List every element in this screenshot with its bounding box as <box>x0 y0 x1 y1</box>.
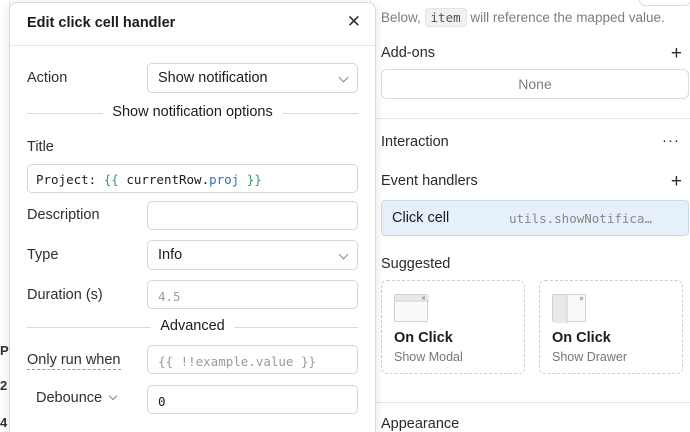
title-input-value: Project: {{ currentRow.proj }} <box>36 172 262 187</box>
suggested-title: Suggested <box>381 256 451 272</box>
table-cell: 2 <box>0 378 8 393</box>
chevron-down-icon <box>338 249 349 260</box>
only-run-when-placeholder: {{ !!example.value }} <box>158 354 317 369</box>
event-handler-name: Click cell <box>392 210 450 226</box>
debounce-input[interactable]: 0 <box>147 385 358 414</box>
addons-value[interactable]: None <box>381 69 689 99</box>
table-cell: P <box>0 343 9 358</box>
description-input[interactable] <box>147 201 358 230</box>
suggested-card-title: On Click <box>394 330 453 346</box>
type-select[interactable]: Info <box>147 240 358 270</box>
addons-title: Add-ons <box>381 45 436 61</box>
type-label: Type <box>27 247 59 263</box>
section-heading: Advanced <box>150 318 235 334</box>
section-divider-options: Show notification options <box>27 103 358 123</box>
divider <box>371 402 690 403</box>
duration-input[interactable]: 4.5 <box>147 280 358 309</box>
description-suffix: will reference the mapped value. <box>466 10 665 25</box>
action-select-value: Show notification <box>158 70 268 86</box>
section-heading: Show notification options <box>102 104 283 120</box>
description-label: Description <box>27 207 100 223</box>
chevron-down-icon <box>338 72 349 83</box>
only-run-when-input[interactable]: {{ !!example.value }} <box>147 345 358 374</box>
title-input[interactable]: Project: {{ currentRow.proj }} <box>27 164 358 193</box>
suggested-card-show-drawer[interactable]: On Click Show Drawer <box>539 280 683 374</box>
section-divider-advanced: Advanced <box>27 317 358 337</box>
top-control-stub[interactable] <box>639 0 690 6</box>
action-select[interactable]: Show notification <box>147 63 358 93</box>
debounce-label: Debounce <box>36 390 103 406</box>
edit-click-cell-handler-modal: Edit click cell handler ✕ Action Show no… <box>9 2 376 432</box>
modal-thumbnail-icon <box>394 294 429 322</box>
debounce-dropdown[interactable]: Debounce <box>36 390 102 406</box>
interaction-title: Interaction <box>381 134 449 150</box>
debounce-value: 0 <box>158 394 166 409</box>
chevron-down-icon <box>108 391 118 401</box>
appearance-title: Appearance <box>381 416 460 432</box>
suggested-card-title: On Click <box>552 330 611 346</box>
suggested-card-subtitle: Show Drawer <box>552 350 628 364</box>
add-event-handler-plus-icon[interactable]: + <box>670 171 682 192</box>
description-prefix: Below, <box>381 10 425 25</box>
divider <box>10 45 375 46</box>
event-handler-item[interactable]: Click cell utils.showNotifica… <box>381 200 689 236</box>
drawer-thumbnail-icon <box>552 294 586 323</box>
more-icon[interactable]: ··· <box>662 132 680 149</box>
duration-placeholder: 4.5 <box>158 289 181 304</box>
suggested-card-show-modal[interactable]: On Click Show Modal <box>381 280 525 374</box>
close-icon[interactable]: ✕ <box>346 12 361 31</box>
item-code-chip: item <box>424 8 467 27</box>
divider <box>371 118 690 119</box>
event-handlers-title: Event handlers <box>381 173 478 189</box>
action-label: Action <box>27 70 68 86</box>
event-handler-action: utils.showNotifica… <box>509 211 652 226</box>
title-label: Title <box>27 139 54 155</box>
mapped-value-description: Below, item will reference the mapped va… <box>381 8 665 27</box>
only-run-when-label: Only run when <box>27 352 121 370</box>
add-addon-plus-icon[interactable]: + <box>670 43 682 64</box>
type-select-value: Info <box>158 247 183 263</box>
modal-title: Edit click cell handler <box>27 15 176 31</box>
table-cell: 4 <box>0 415 8 430</box>
duration-label: Duration (s) <box>27 287 103 303</box>
inspector-panel: Below, item will reference the mapped va… <box>370 0 690 432</box>
suggested-card-subtitle: Show Modal <box>394 350 463 364</box>
